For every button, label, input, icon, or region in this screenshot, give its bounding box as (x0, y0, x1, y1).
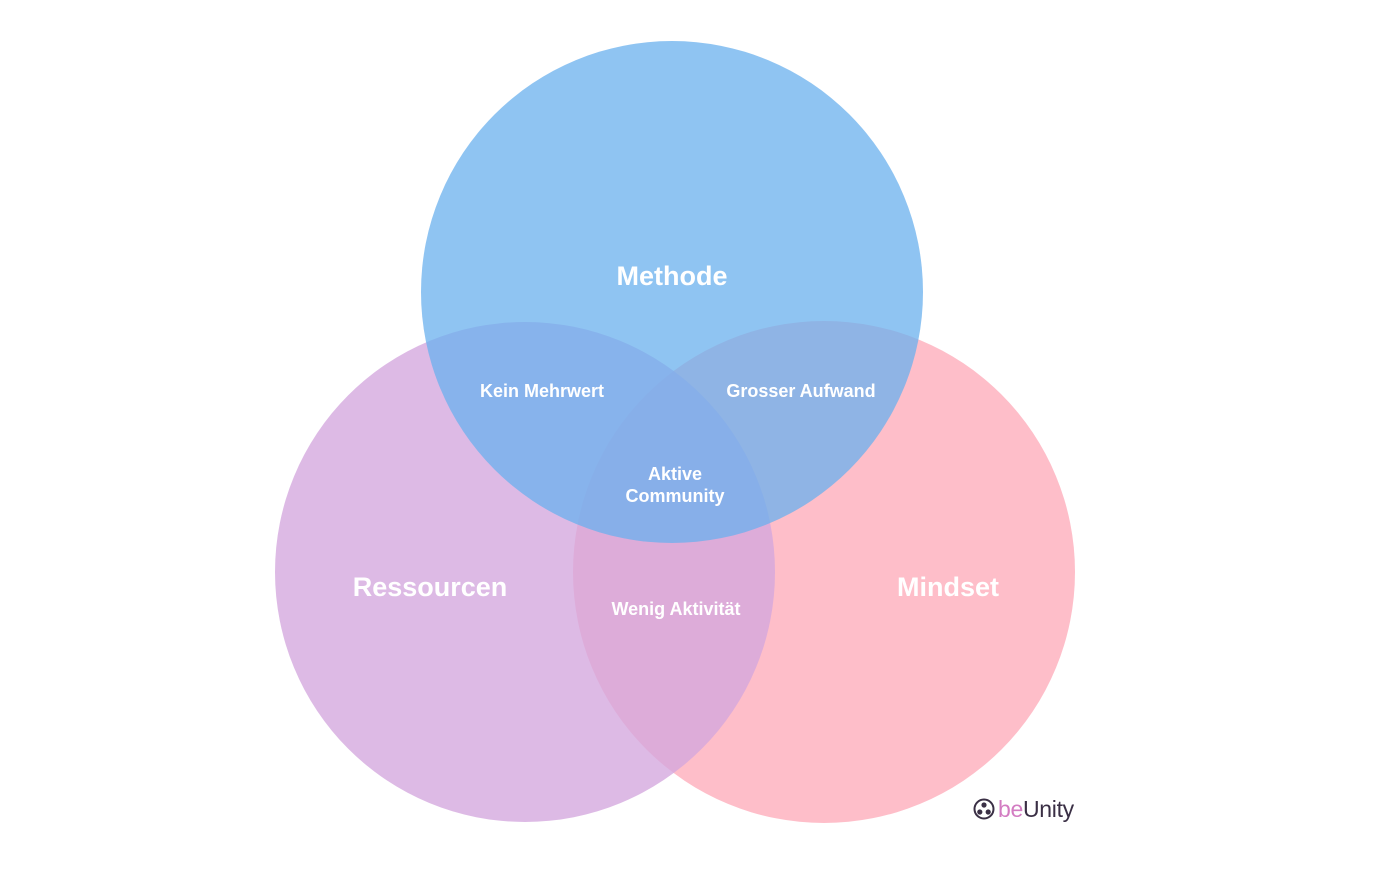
logo-text-unity: Unity (1022, 796, 1074, 822)
label-methode: Methode (617, 261, 728, 291)
logo-text-be: be (998, 796, 1023, 822)
label-aktive: Aktive (648, 464, 702, 484)
label-community: Community (626, 486, 725, 506)
label-ressourcen: Ressourcen (353, 572, 508, 602)
beunity-logo-icon (973, 798, 995, 820)
beunity-logo: beUnity (973, 794, 1074, 824)
label-wenig-aktivitaet: Wenig Aktivität (611, 599, 740, 619)
label-grosser-aufwand: Grosser Aufwand (726, 381, 875, 401)
label-mindset: Mindset (897, 572, 999, 602)
beunity-logo-text: beUnity (998, 794, 1074, 824)
circle-methode (421, 41, 923, 543)
label-kein-mehrwert: Kein Mehrwert (480, 381, 604, 401)
